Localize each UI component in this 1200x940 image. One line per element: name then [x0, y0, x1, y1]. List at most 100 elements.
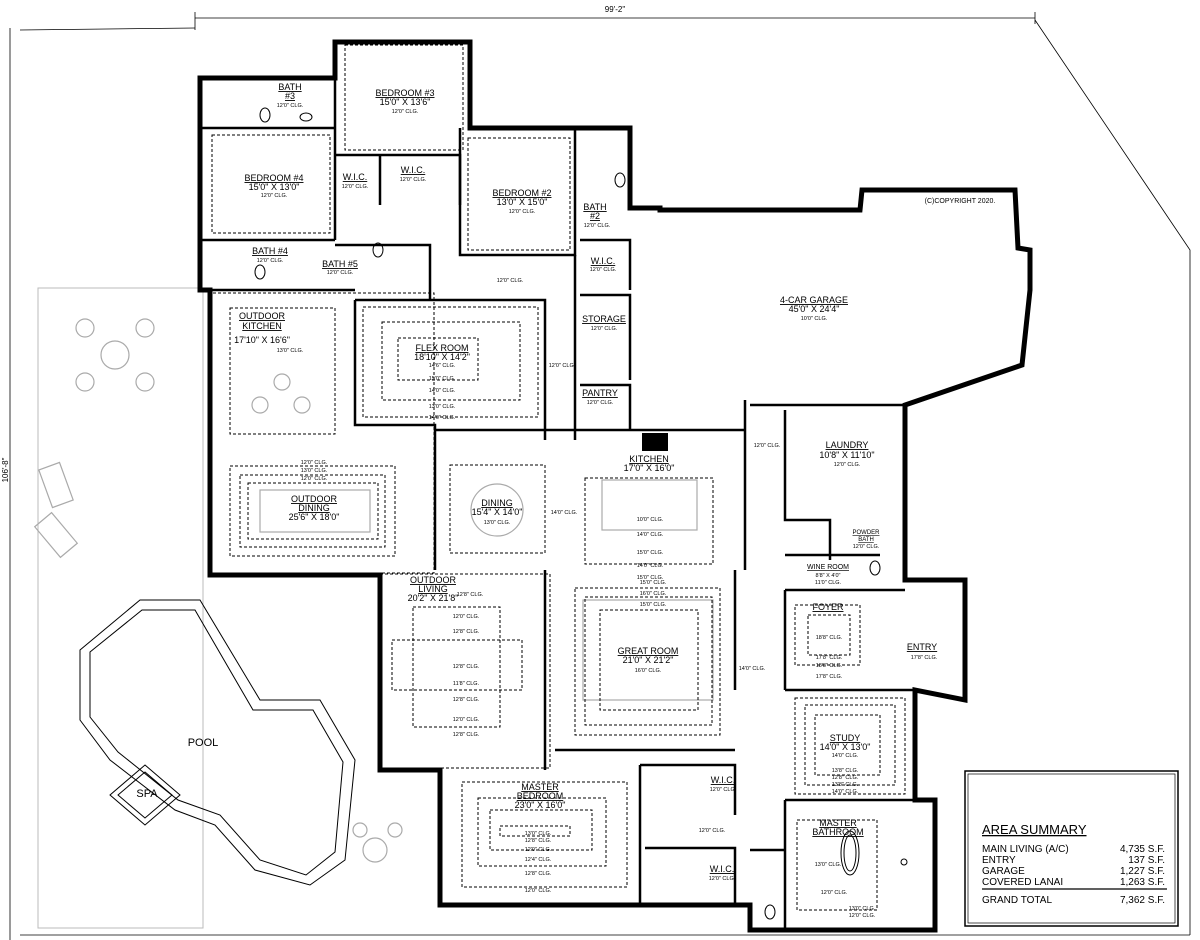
room-ceiling: 12'0" CLG.	[834, 462, 861, 468]
room-name: BEDROOM #2	[492, 188, 551, 198]
room-ceiling: 12'0" CLG.	[257, 258, 284, 264]
room-ceiling: 17'8" CLG.	[816, 655, 843, 661]
room-name: ENTRY	[907, 642, 937, 652]
area-row-value: 137 S.F.	[1128, 855, 1165, 866]
room-flex: FLEX ROOM 18'10" X 14'2" 14'6" CLG. 15'0…	[414, 343, 470, 421]
room-ceiling: 15'0" CLG.	[637, 575, 664, 581]
room-storage: STORAGE 12'0" CLG.	[582, 314, 626, 332]
room-ceiling: 18'8" CLG.	[816, 635, 843, 641]
room-great-room: 15'0" CLG. 16'0" CLG. 15'0" CLG. GREAT R…	[618, 580, 679, 674]
room-ceiling: 15'0" CLG.	[429, 376, 456, 382]
room-ceiling: 13'0" CLG.	[484, 520, 511, 526]
room-name: DINING	[481, 498, 513, 508]
room-ceiling: 12'0" CLG.	[453, 614, 480, 620]
room-size: 17'0" X 16'0"	[624, 463, 675, 473]
room-name: BATH #4	[252, 246, 288, 256]
room-name: OUTDOOR	[410, 575, 456, 585]
room-name: W.I.C.	[591, 256, 616, 266]
room-ceiling: 12'0" CLG.	[853, 544, 880, 550]
area-row-value: 4,735 S.F.	[1120, 844, 1165, 855]
room-name: STUDY	[830, 733, 861, 743]
room-sub: #2	[590, 211, 600, 221]
room-ceiling: 15'0" CLG.	[637, 550, 664, 556]
room-wine: WINE ROOM 8'8" X 4'0" 11'0" CLG.	[807, 564, 849, 586]
room-ceiling: 16'0" CLG.	[635, 668, 662, 674]
hall-ceiling: 12'0" CLG.	[549, 363, 576, 369]
room-ceiling: 16'0" CLG.	[640, 591, 667, 597]
depth-dimension: 106'-8"	[1, 457, 10, 482]
room-ceiling: 12'0" CLG.	[342, 184, 369, 190]
room-ceiling: 13'0" CLG.	[301, 468, 328, 474]
room-size: 13'0" X 15'0"	[497, 197, 548, 207]
room-sub: BATHROOM	[812, 827, 863, 837]
room-size: 8'8" X 4'0"	[816, 573, 841, 579]
room-ceiling: 12'0" CLG.	[525, 847, 552, 853]
room-name: GREAT ROOM	[618, 646, 679, 656]
room-name: OUTDOOR	[291, 494, 337, 504]
room-name: BEDROOM #3	[375, 88, 434, 98]
room-ceiling: 12'0" CLG.	[587, 400, 614, 406]
room-ceiling: 12'0" CLG.	[261, 193, 288, 199]
room-sub: #3	[285, 91, 295, 101]
room-wic-bedroom-3: W.I.C. 12'0" CLG.	[400, 165, 427, 183]
room-ceiling: 13'0" CLG.	[525, 831, 552, 837]
room-laundry: LAUNDRY 10'8" X 11'10" 12'0" CLG.	[819, 440, 874, 468]
room-sub: BATH	[858, 537, 874, 543]
spa-label: SPA	[136, 788, 158, 800]
room-name: POWDER	[853, 530, 881, 536]
room-ceiling: 14'0" CLG.	[429, 415, 456, 421]
room-ceiling: 12'8" CLG.	[832, 775, 859, 781]
room-bedroom-2: BEDROOM #2 13'0" X 15'0" 12'0" CLG.	[492, 188, 551, 215]
room-ceiling: 11'8" CLG.	[453, 681, 480, 687]
room-sub: KITCHEN	[242, 321, 282, 331]
room-ceiling: 13'8" CLG.	[832, 782, 859, 788]
room-powder-bath: POWDER BATH 12'0" CLG.	[853, 530, 881, 550]
room-ceiling: 13'0" CLG.	[277, 348, 304, 354]
room-ceiling: 12'8" CLG.	[453, 732, 480, 738]
room-ceiling: 14'0" CLG.	[637, 563, 664, 569]
area-row-label: MAIN LIVING (A/C)	[982, 844, 1069, 855]
exterior-walls	[197, 39, 1033, 933]
area-row-label: COVERED LANAI	[982, 877, 1063, 888]
room-ceiling: 17'8" CLG.	[816, 674, 843, 680]
room-name: BATH #5	[322, 259, 358, 269]
room-size: 25'6" X 18'0"	[289, 512, 340, 522]
room-ceiling: 12'0" CLG.	[277, 103, 304, 109]
room-ceiling: 12'8" CLG.	[525, 871, 552, 877]
room-name: BEDROOM #4	[244, 173, 303, 183]
room-name: W.I.C.	[711, 775, 736, 785]
room-bath-2: BATH #2 12'0" CLG.	[583, 202, 610, 229]
area-row-value: 1,227 S.F.	[1120, 866, 1165, 877]
room-size: 14'0" X 13'0"	[820, 742, 871, 752]
room-name: BATH	[583, 202, 606, 212]
room-sub: BEDROOM	[517, 791, 564, 801]
room-name: OUTDOOR	[239, 311, 285, 321]
room-bedroom-3: BEDROOM #3 15'0" X 13'6" 12'0" CLG.	[375, 88, 434, 115]
room-ceiling: 12'0" CLG.	[584, 223, 611, 229]
room-name: MASTER	[521, 782, 559, 792]
room-ceiling: 12'8" CLG.	[525, 838, 552, 844]
room-ceiling: 13'8" CLG.	[832, 768, 859, 774]
area-summary: AREA SUMMARY MAIN LIVING (A/C) 4,735 S.F…	[964, 770, 1179, 927]
area-total-label: GRAND TOTAL	[982, 895, 1052, 906]
room-outdoor-living: OUTDOOR LIVING 20'2" X 21'8" 12'8" CLG. …	[408, 575, 484, 738]
room-ceiling: 12'0" CLG.	[392, 109, 419, 115]
room-size: 10'8" X 11'10"	[819, 450, 874, 460]
room-sub: LIVING	[418, 584, 448, 594]
room-ceiling: 14'0" CLG.	[429, 388, 456, 394]
room-name: W.I.C.	[343, 172, 368, 182]
room-ceiling: 12'0" CLG.	[301, 476, 328, 482]
room-name: 4-CAR GARAGE	[780, 295, 848, 305]
copyright: (C)COPYRIGHT 2020.	[925, 198, 996, 205]
room-name: STORAGE	[582, 314, 626, 324]
hall-ceiling: 12'0" CLG.	[699, 828, 726, 834]
patio	[37, 287, 551, 929]
room-size: 45'0" X 24'4"	[789, 304, 840, 314]
room-size: 23'0" X 16'0"	[515, 800, 566, 810]
room-pantry: PANTRY 12'0" CLG.	[582, 388, 618, 406]
room-ceiling: 12'0" CLG.	[509, 209, 536, 215]
room-ceiling: 12'8" CLG.	[453, 629, 480, 635]
room-ceiling: 15'0" CLG.	[640, 602, 667, 608]
room-ceiling: 18'8" CLG.	[816, 663, 843, 669]
room-master-wic-1: W.I.C. 12'0" CLG.	[710, 775, 737, 793]
